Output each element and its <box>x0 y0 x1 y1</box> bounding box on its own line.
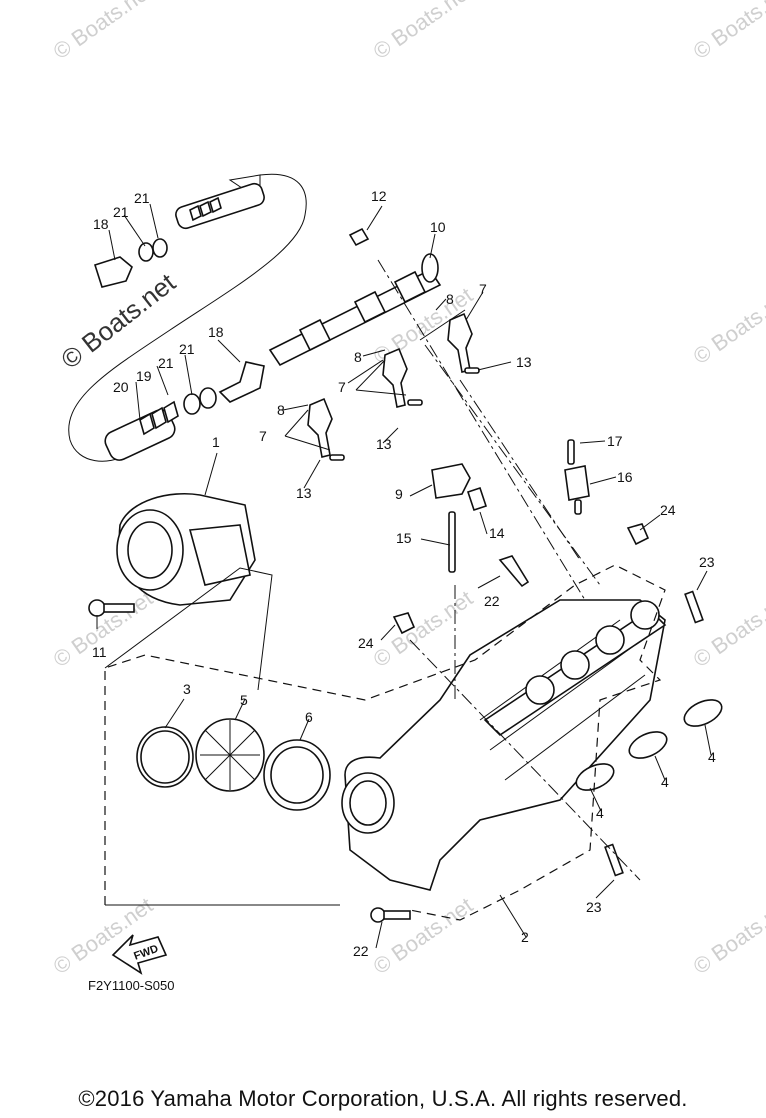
copyright-notice: ©2016 Yamaha Motor Corporation, U.S.A. A… <box>78 1086 688 1111</box>
callout-21a: 21 <box>113 204 129 220</box>
callout-1: 1 <box>212 434 220 450</box>
callout-9: 9 <box>395 486 403 502</box>
watermark: © Boats.net <box>689 892 766 979</box>
intake-rings <box>136 718 331 811</box>
callout-11: 11 <box>92 644 107 660</box>
callout-18a: 18 <box>93 216 109 232</box>
callout-13c: 13 <box>296 485 312 501</box>
watermark: © Boats.net <box>49 0 158 64</box>
callout-6: 6 <box>305 709 313 725</box>
callout-labels: 1 2 3 4 4 4 5 6 7 7 7 8 8 8 9 10 11 12 1… <box>92 188 716 959</box>
centre-line <box>377 259 586 601</box>
callout-7c: 7 <box>259 428 267 444</box>
figure-code: F2Y1100-S050 <box>88 978 175 993</box>
callout-21c: 21 <box>158 355 174 371</box>
watermark: © Boats.net <box>689 0 766 64</box>
callout-20: 20 <box>113 379 129 395</box>
leader-lines <box>96 203 712 949</box>
sensors <box>431 439 590 573</box>
callout-17: 17 <box>607 433 623 449</box>
fuel-hose-lower <box>104 361 265 461</box>
callout-8a: 8 <box>446 291 454 307</box>
callout-21b: 21 <box>134 190 150 206</box>
gaskets <box>575 699 723 791</box>
callout-21d: 21 <box>179 341 195 357</box>
callout-19: 19 <box>136 368 152 384</box>
callout-4c: 4 <box>708 749 716 765</box>
forward-arrow-icon: FWD <box>111 934 168 975</box>
watermark: © Boats.net <box>369 585 478 672</box>
callout-12: 12 <box>371 188 387 204</box>
fuel-hose-upper <box>93 182 265 288</box>
callout-23a: 23 <box>699 554 715 570</box>
callout-8b: 8 <box>354 349 362 365</box>
callout-10: 10 <box>430 219 446 235</box>
watermark: © Boats.net <box>369 0 478 64</box>
fuel-injectors <box>307 312 480 461</box>
callout-15: 15 <box>396 530 412 546</box>
callout-18b: 18 <box>208 324 224 340</box>
callout-13b: 13 <box>376 436 392 452</box>
callout-24b: 24 <box>358 635 374 651</box>
callout-22a: 22 <box>484 593 500 609</box>
fasteners <box>370 523 704 923</box>
callout-5: 5 <box>240 692 248 708</box>
callout-16: 16 <box>617 469 633 485</box>
hose-loop <box>68 173 307 462</box>
intake-manifold <box>341 599 667 891</box>
callout-14: 14 <box>489 525 505 541</box>
callout-24a: 24 <box>660 502 676 518</box>
assembly-boundary <box>104 564 666 921</box>
watermark: © Boats.net <box>689 585 766 672</box>
callout-4b: 4 <box>661 774 669 790</box>
callout-8c: 8 <box>277 402 285 418</box>
callout-4: 4 <box>596 805 604 821</box>
watermark: © Boats.net <box>689 282 766 369</box>
callout-13a: 13 <box>516 354 532 370</box>
callout-2: 2 <box>521 929 529 945</box>
fuel-rail <box>268 227 442 367</box>
callout-7a: 7 <box>479 281 487 297</box>
throttle-body <box>116 493 256 606</box>
watermark: © Boats.net <box>369 892 478 979</box>
callout-3: 3 <box>183 681 191 697</box>
callout-22b: 22 <box>353 943 369 959</box>
callout-7b: 7 <box>338 379 346 395</box>
callout-23b: 23 <box>586 899 602 915</box>
